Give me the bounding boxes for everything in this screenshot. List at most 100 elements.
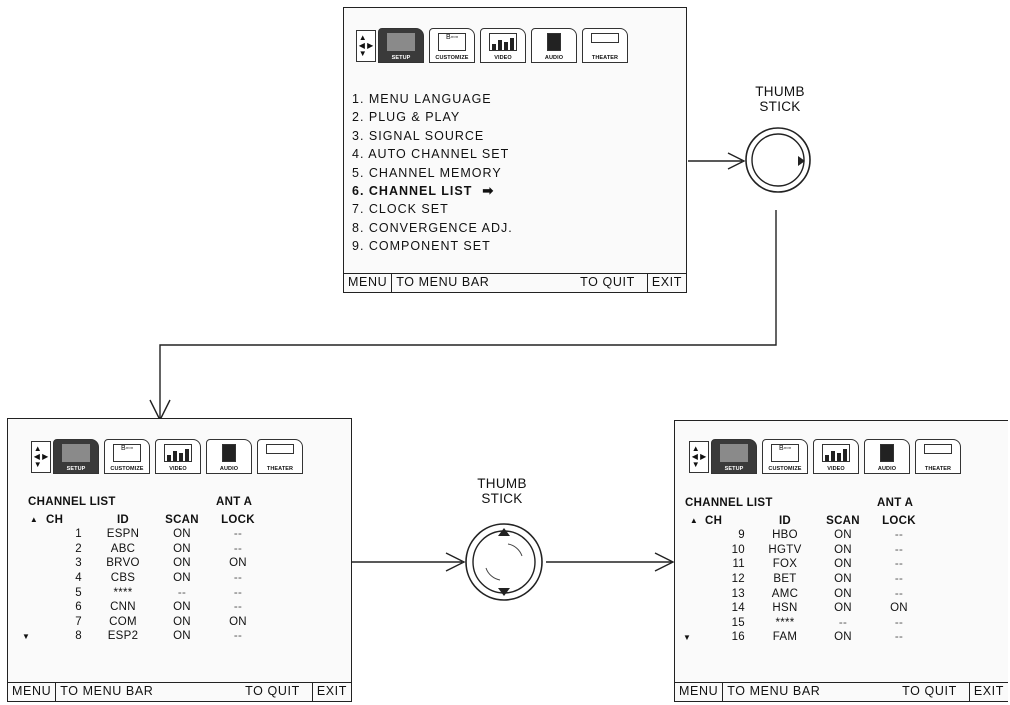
footer-menu[interactable]: MENU <box>344 274 393 292</box>
antenna-label: ANT A <box>877 497 914 509</box>
footer-to-quit: TO QUIT <box>902 684 957 698</box>
setup-menu-list: 1. MENU LANGUAGE 2. PLUG & PLAY 3. SIGNA… <box>352 90 513 256</box>
col-ch: CH <box>46 513 64 526</box>
menu-item[interactable]: 4. AUTO CHANNEL SET <box>352 147 510 162</box>
connector-thumbstick-to-list1 <box>159 210 777 418</box>
tab-customize[interactable]: B▫▫▫ CUSTOMIZE <box>429 28 475 63</box>
menu-item[interactable]: 2. PLUG & PLAY <box>352 110 461 125</box>
tv-screen-icon <box>62 444 90 462</box>
footer-exit[interactable]: EXIT <box>311 683 351 701</box>
menu-footer: MENU TO MENU BAR TO QUIT EXIT <box>8 682 351 701</box>
menu-item-selected[interactable]: 6. CHANNEL LIST➡ <box>352 182 495 198</box>
table-row[interactable]: 15****---- <box>731 616 904 629</box>
tab-theater[interactable]: THEATER <box>582 28 628 63</box>
theater-icon <box>266 444 294 454</box>
tab-customize-label: CUSTOMIZE <box>110 466 144 472</box>
footer-menu[interactable]: MENU <box>675 683 724 701</box>
tab-setup[interactable]: SETUP <box>711 439 757 474</box>
col-ch: CH <box>705 514 723 527</box>
menu-tab-bar: ▲◀ ▶▼ SETUP B▫▫▫ CUSTOMIZE VIDEO AUDIO <box>356 28 633 63</box>
right-arrow-icon: ➡ <box>482 182 495 198</box>
tab-theater[interactable]: THEATER <box>257 439 303 474</box>
footer-exit[interactable]: EXIT <box>968 683 1008 701</box>
tv-screen-icon <box>387 33 415 51</box>
menu-item[interactable]: 5. CHANNEL MEMORY <box>352 165 502 180</box>
tab-setup[interactable]: SETUP <box>53 439 99 474</box>
tab-video-label: VIDEO <box>827 466 845 472</box>
tab-video[interactable]: VIDEO <box>480 28 526 63</box>
menu-item[interactable]: 3. SIGNAL SOURCE <box>352 128 485 143</box>
tv-screen-icon <box>720 444 748 462</box>
remote-icon: B▫▫▫ <box>771 444 799 462</box>
scroll-down-icon[interactable]: ▼ <box>22 631 31 641</box>
tab-theater-label: THEATER <box>924 466 952 472</box>
footer-menu[interactable]: MENU <box>8 683 57 701</box>
menu-item[interactable]: 9. COMPONENT SET <box>352 239 491 254</box>
nav-arrows-icon: ▲◀ ▶▼ <box>31 441 51 473</box>
tab-setup[interactable]: SETUP <box>378 28 424 63</box>
tab-setup-label: SETUP <box>724 466 744 472</box>
tab-customize-label: CUSTOMIZE <box>768 466 802 472</box>
tab-audio[interactable]: AUDIO <box>864 439 910 474</box>
setup-menu-screen: ▲◀ ▶▼ SETUP B▫▫▫ CUSTOMIZE VIDEO AUDIO <box>343 7 687 293</box>
arrowhead-thumbstick-to-list2 <box>654 552 675 572</box>
menu-item[interactable]: 7. CLOCK SET <box>352 202 449 217</box>
tab-video-label: VIDEO <box>169 466 187 472</box>
col-lock: LOCK <box>221 513 255 526</box>
tab-setup-label: SETUP <box>391 55 411 61</box>
footer-to-menu-bar: TO MENU BAR <box>727 684 821 698</box>
remote-icon: B▫▫▫ <box>438 33 466 51</box>
menu-item[interactable]: 8. CONVERGENCE ADJ. <box>352 220 513 235</box>
theater-icon <box>591 33 619 43</box>
tab-theater-label: THEATER <box>266 466 294 472</box>
scroll-down-icon[interactable]: ▼ <box>683 632 692 642</box>
tab-video[interactable]: VIDEO <box>155 439 201 474</box>
channel-list-screen-page2: ▲◀ ▶▼ SETUP B▫▫▫ CUSTOMIZE VIDEO AUDIO <box>674 420 1008 702</box>
footer-exit[interactable]: EXIT <box>646 274 686 292</box>
menu-tab-bar: ▲◀ ▶▼ SETUP B▫▫▫ CUSTOMIZE VIDEO AUDIO <box>31 439 308 474</box>
tab-customize[interactable]: B▫▫▫ CUSTOMIZE <box>104 439 150 474</box>
footer-to-quit: TO QUIT <box>580 275 635 289</box>
channel-list-title: CHANNEL LIST <box>685 497 773 509</box>
table-row[interactable]: 5****---- <box>75 586 243 599</box>
nav-arrows-icon: ▲◀ ▶▼ <box>356 30 376 62</box>
tab-theater[interactable]: THEATER <box>915 439 961 474</box>
tab-audio-label: AUDIO <box>544 55 564 61</box>
menu-item[interactable]: 1. MENU LANGUAGE <box>352 92 492 106</box>
tab-customize[interactable]: B▫▫▫ CUSTOMIZE <box>762 439 808 474</box>
speaker-icon <box>547 33 561 51</box>
bars-icon <box>822 444 850 462</box>
tab-audio-label: AUDIO <box>877 466 897 472</box>
tab-video[interactable]: VIDEO <box>813 439 859 474</box>
scroll-up-icon[interactable]: ▲ <box>689 516 699 525</box>
tab-audio[interactable]: AUDIO <box>206 439 252 474</box>
tab-customize-label: CUSTOMIZE <box>435 55 469 61</box>
scroll-up-icon[interactable]: ▲ <box>29 515 39 524</box>
thumb-stick-up-down-icon <box>465 523 543 601</box>
col-id: ID <box>116 513 130 526</box>
channel-list-screen-page1: ▲◀ ▶▼ SETUP B▫▫▫ CUSTOMIZE VIDEO AUDIO <box>7 418 352 702</box>
arrowhead-menu-to-thumbstick <box>727 152 746 170</box>
remote-icon: B▫▫▫ <box>113 444 141 462</box>
bars-icon <box>164 444 192 462</box>
tab-audio[interactable]: AUDIO <box>531 28 577 63</box>
